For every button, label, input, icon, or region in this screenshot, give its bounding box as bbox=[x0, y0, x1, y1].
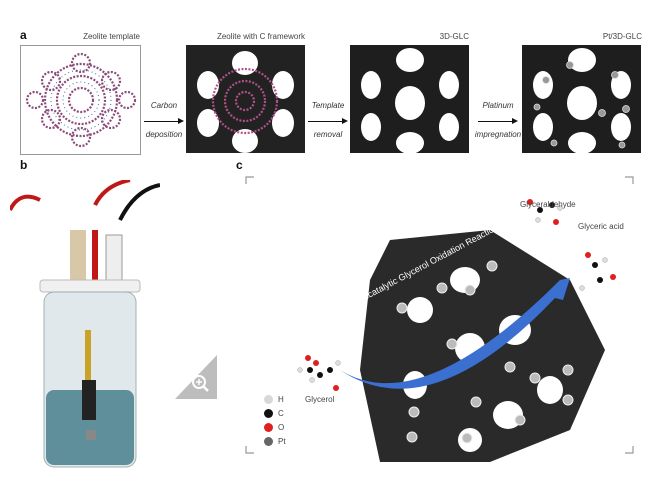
legend-item-pt: Pt bbox=[264, 434, 286, 448]
reactant-label: Glycerol bbox=[305, 395, 335, 404]
atom-legend: H C O Pt bbox=[264, 392, 286, 448]
pt-3dglc-image bbox=[522, 45, 641, 153]
o-atom-icon bbox=[264, 422, 273, 432]
glycerol-oxidation-illustration bbox=[230, 170, 671, 483]
zoom-in-button[interactable] bbox=[175, 355, 217, 399]
arrow-3 bbox=[478, 118, 518, 124]
electrochemical-cell-image bbox=[10, 180, 160, 475]
c-atom-icon bbox=[264, 408, 273, 418]
magnifier-plus-icon bbox=[175, 355, 217, 399]
panel-b-label: b bbox=[20, 158, 28, 172]
arrow-3-label-top: Platinum bbox=[482, 101, 514, 110]
legend-item-o: O bbox=[264, 420, 286, 434]
pt-atom-icon bbox=[264, 436, 273, 446]
arrow-2-label-bottom: removal bbox=[313, 130, 343, 139]
arrow-2-label-top: Template bbox=[311, 101, 345, 110]
step-title-pt-3dglc: Pt/3D-GLC bbox=[602, 32, 642, 41]
step-title-zeolite-template: Zeolite template bbox=[83, 32, 140, 41]
legend-item-c: C bbox=[264, 406, 286, 420]
legend-label: C bbox=[278, 408, 284, 418]
legend-label: O bbox=[278, 422, 285, 432]
product-label-glyceraldehyde: Glyceraldehyde bbox=[520, 200, 576, 209]
panel-a-label: a bbox=[20, 28, 27, 42]
arrow-1 bbox=[144, 118, 184, 124]
panel-c-label: c bbox=[236, 158, 243, 172]
product-label-glyceric-acid: Glyceric acid bbox=[578, 222, 624, 231]
reaction-arrow bbox=[340, 278, 570, 389]
step-title-3dglc: 3D-GLC bbox=[439, 32, 469, 41]
zeolite-carbon-framework-image bbox=[186, 45, 305, 153]
h-atom-icon bbox=[264, 394, 273, 404]
arrow-1-label-bottom: deposition bbox=[145, 130, 183, 139]
legend-item-h: H bbox=[264, 392, 286, 406]
arrow-2 bbox=[308, 118, 348, 124]
arrow-3-label-bottom: impregnation bbox=[474, 130, 522, 139]
zeolite-template-image bbox=[20, 45, 141, 155]
3dglc-image bbox=[350, 45, 469, 153]
step-title-zeolite-c: Zeolite with C framework bbox=[216, 32, 305, 41]
legend-label: H bbox=[278, 394, 284, 404]
legend-label: Pt bbox=[278, 436, 286, 446]
arrow-1-label-top: Carbon bbox=[150, 101, 178, 110]
